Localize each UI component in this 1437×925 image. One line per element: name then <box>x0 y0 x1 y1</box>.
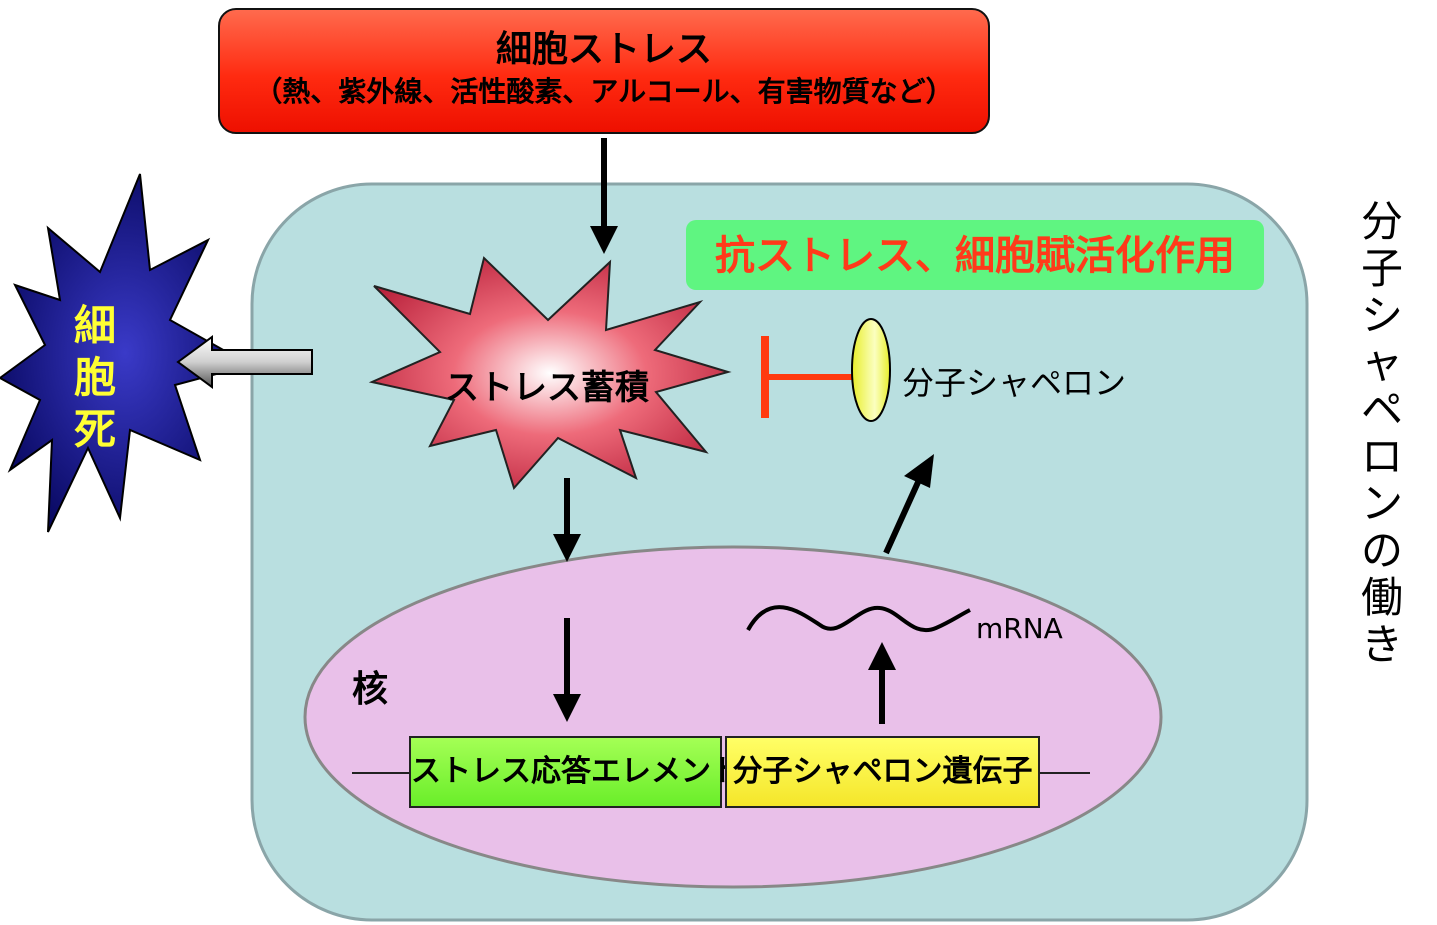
anti-stress-label: 抗ストレス、細胞賦活化作用 <box>686 220 1264 290</box>
inhibition-symbol <box>761 336 852 418</box>
stress-response-element-box: ストレス応答エレメント <box>409 736 741 808</box>
side-title: 分子シャペロンの働き <box>1360 197 1403 669</box>
chaperone-gene-box: 分子シャペロン遺伝子 <box>725 736 1040 808</box>
mrna-label: mRNA <box>976 612 1063 645</box>
chaperone-gene-label: 分子シャペロン遺伝子 <box>732 754 1033 789</box>
cell-stress-examples: （熱、紫外線、活性酸素、アルコール、有害物質など） <box>254 75 954 108</box>
cell-death-label: 細胞死 <box>73 301 116 454</box>
arrow-stress-to-accumulation <box>590 138 618 254</box>
arrow-accumulation-to-death <box>176 335 313 389</box>
stress-accumulation-label: ストレス蓄積 <box>445 368 649 408</box>
cell-death-burst <box>0 173 253 533</box>
chaperone-label: 分子シャペロン <box>902 364 1127 402</box>
arrow-gene-to-mrna <box>868 642 896 724</box>
arrow-mrna-to-chaperone <box>883 454 934 555</box>
stress-response-element-label: ストレス応答エレメント <box>411 754 741 789</box>
arrow-accumulation-to-nucleus <box>553 478 581 562</box>
arrow-to-response-element <box>553 618 581 722</box>
nucleus <box>303 545 1163 889</box>
stress-accumulation-burst <box>368 256 732 490</box>
mrna-strand <box>746 605 971 633</box>
cell-stress-title: 細胞ストレス <box>495 29 712 70</box>
nucleus-label: 核 <box>352 669 389 710</box>
chaperone-molecule <box>851 318 891 422</box>
cell-stress-box: 細胞ストレス （熱、紫外線、活性酸素、アルコール、有害物質など） <box>218 8 990 134</box>
